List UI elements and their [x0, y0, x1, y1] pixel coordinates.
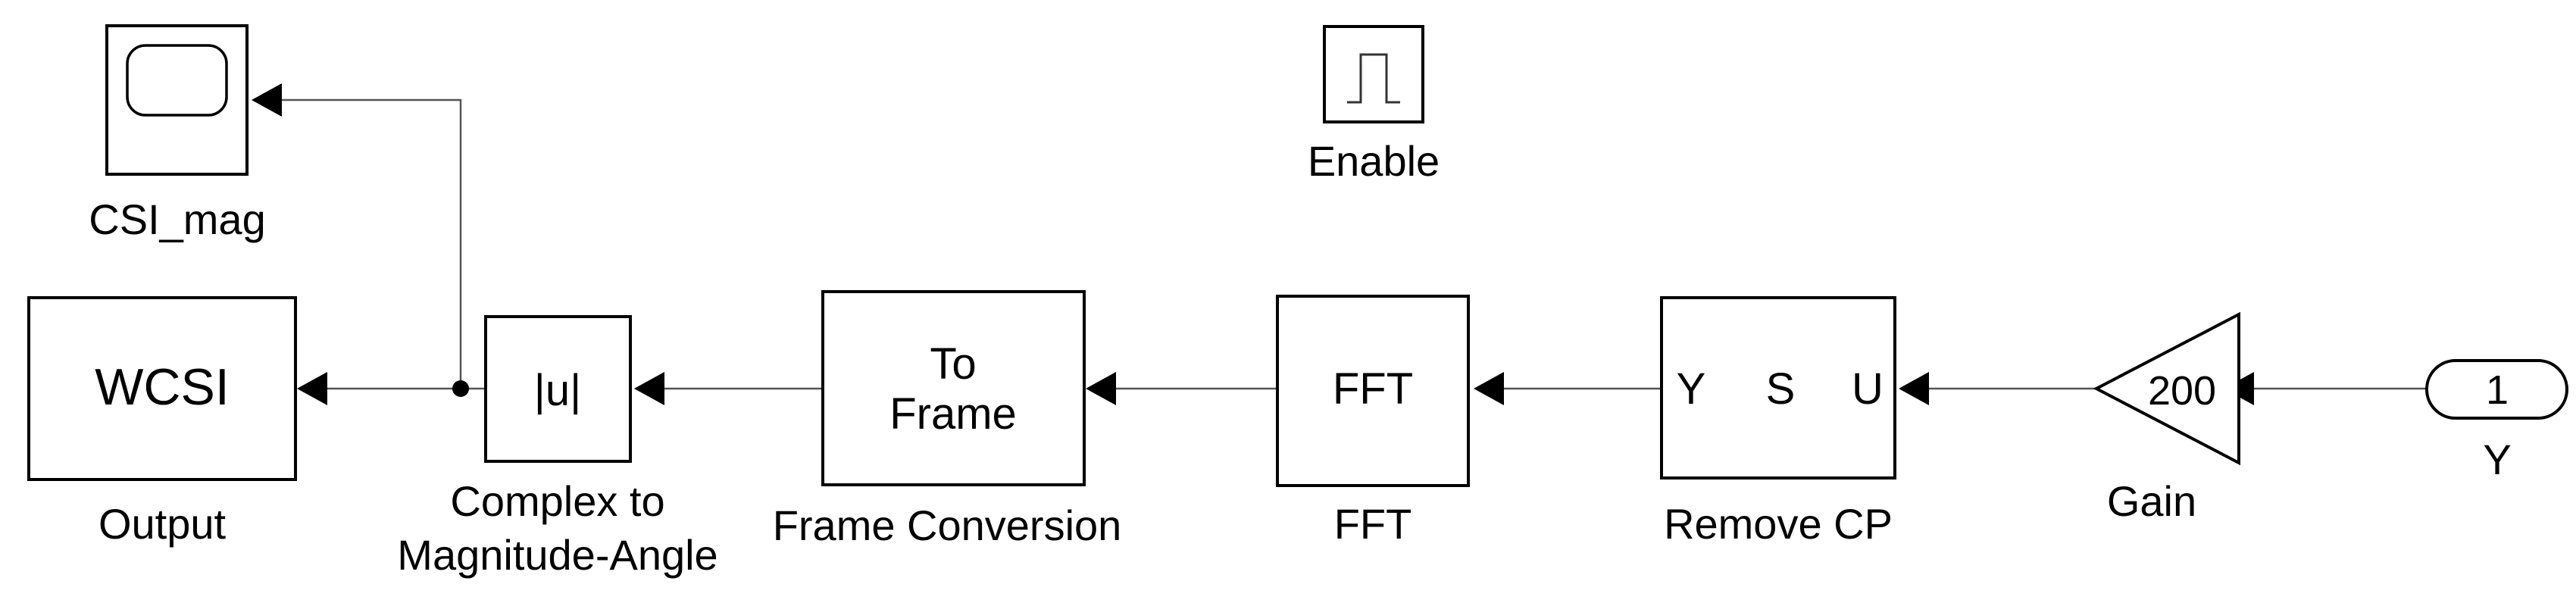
branch-point — [452, 380, 469, 397]
scope-icon — [126, 44, 228, 117]
gain-label: Gain — [2107, 477, 2196, 525]
output-block-text: WCSI — [95, 358, 230, 416]
output-label: Output — [98, 500, 227, 548]
to-frame-label: Frame Conversion — [773, 501, 1122, 549]
to-frame-text-line2: Frame — [889, 389, 1017, 439]
fft-label: FFT — [1334, 500, 1412, 548]
output-block-body[interactable] — [27, 296, 297, 481]
inport-number: 1 — [2486, 367, 2509, 413]
remove-cp-port-y: Y — [1677, 364, 1706, 414]
arrowhead-toframe-input — [1086, 372, 1116, 405]
fft-block-text: FFT — [1333, 364, 1413, 414]
signal-lines — [252, 83, 2426, 405]
arrowhead-fft-input — [1474, 372, 1504, 405]
remove-cp-port-u: U — [1852, 364, 1884, 414]
arrowhead-removecp-input — [1899, 372, 1929, 405]
abs-block-text: |u| — [534, 366, 581, 415]
to-frame-block-body[interactable] — [821, 290, 1086, 486]
enable-block[interactable]: Enable — [1308, 25, 1440, 185]
to-frame-block[interactable]: To Frame Frame Conversion — [773, 290, 1122, 549]
remove-cp-block-body[interactable] — [1660, 296, 1896, 479]
output-block[interactable]: WCSI Output — [27, 296, 297, 548]
fft-block-body[interactable] — [1276, 295, 1470, 487]
scope-label: CSI_mag — [89, 195, 265, 243]
arrowhead-output-input — [297, 372, 327, 405]
abs-block[interactable]: |u| Complex to Magnitude-Angle — [397, 315, 718, 579]
inport-label: Y — [2483, 436, 2511, 483]
arrowhead-scope-input — [252, 83, 282, 117]
to-frame-text-line1: To — [930, 339, 976, 389]
inport-block[interactable]: 1 Y — [2425, 359, 2568, 483]
abs-label-line1: Complex to — [450, 477, 664, 525]
abs-block-body[interactable] — [484, 315, 632, 463]
scope-block[interactable]: CSI_mag — [89, 24, 266, 243]
inport-body[interactable] — [2425, 359, 2568, 420]
gain-triangle[interactable] — [2093, 311, 2240, 466]
remove-cp-block[interactable]: Y S U Remove CP — [1660, 296, 1896, 548]
wire-branch-to-scope[interactable] — [282, 98, 462, 389]
abs-label-line2: Magnitude-Angle — [397, 531, 717, 579]
enable-label: Enable — [1308, 137, 1440, 185]
remove-cp-label: Remove CP — [1664, 500, 1893, 548]
gain-block[interactable]: 200 Gain — [2093, 311, 2240, 525]
pulse-icon — [1347, 53, 1400, 104]
remove-cp-port-s: S — [1766, 364, 1796, 414]
gain-value: 200 — [2148, 368, 2216, 414]
enable-block-body[interactable] — [1323, 25, 1424, 123]
fft-block[interactable]: FFT FFT — [1276, 295, 1470, 548]
arrowhead-abs-input — [634, 372, 664, 405]
